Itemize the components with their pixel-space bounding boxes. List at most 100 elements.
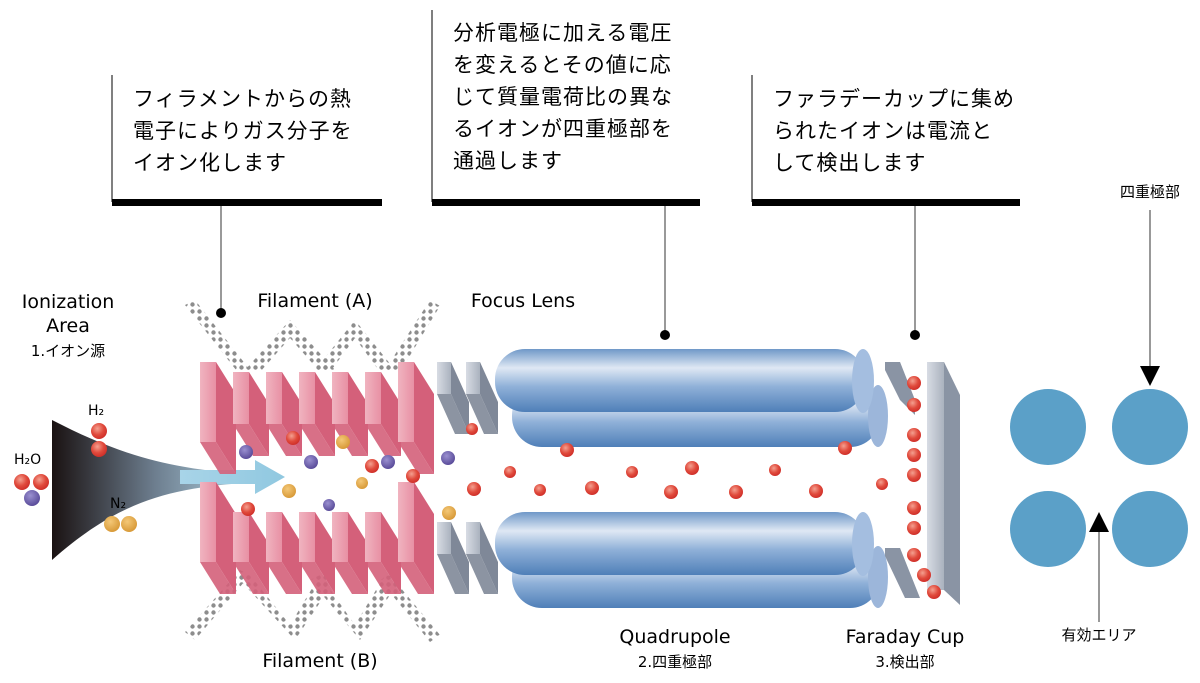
molecule [282, 484, 296, 498]
rod-cross-section [1112, 491, 1188, 567]
callout-line: 分析電極に加える電圧 [453, 21, 672, 45]
ion [504, 466, 516, 478]
ionization-area-label: Ionization Area 1.イオン源 [22, 291, 115, 360]
electrode-plate [266, 512, 302, 594]
ion [466, 423, 478, 435]
lens-plate [437, 362, 469, 434]
ionization-electrodes-bottom [200, 482, 434, 594]
ionization-electrodes-top [200, 362, 434, 474]
callout-line: イオン化します [133, 151, 287, 175]
callout-line: 電子によりガス分子を [133, 119, 353, 143]
callout-faraday: ファラデーカップに集め られたイオンは電流と して検出します [751, 75, 1020, 340]
molecule [356, 477, 368, 489]
lens-plate [466, 522, 498, 594]
molecule [239, 445, 253, 459]
ion [927, 585, 941, 599]
ion [534, 484, 546, 496]
electrode-plate [200, 362, 236, 474]
molecule-label: H₂ [88, 403, 104, 419]
molecule-n2: N₂ [104, 496, 137, 532]
arrow-up-icon [1089, 512, 1109, 532]
label-text: 3.検出部 [875, 653, 934, 671]
ion [769, 464, 781, 476]
lens-plate [437, 522, 469, 594]
callout-line: ファラデーカップに集め [773, 87, 1015, 111]
callout-line: じて質量電荷比の異な [453, 85, 673, 109]
ion [560, 443, 574, 457]
ion [907, 376, 921, 390]
cross-section-bottom-label: 有効エリア [1061, 626, 1136, 644]
molecule [323, 499, 335, 511]
ion [917, 568, 931, 582]
molecule [441, 451, 455, 465]
label-text: Ionization [22, 291, 115, 313]
rod-bottom-front [495, 512, 874, 576]
electrode-plate [332, 512, 368, 594]
ion [664, 485, 678, 499]
filament-b-label: Filament (B) [262, 650, 377, 672]
particles [239, 376, 941, 599]
ion [406, 469, 420, 483]
molecule-h2: H₂ [88, 403, 107, 457]
electrode-plate [398, 482, 434, 594]
molecule [336, 435, 350, 449]
ion-beam-arrow [180, 460, 285, 494]
molecule-label: H₂O [14, 452, 41, 468]
pointer-dot [216, 308, 226, 318]
ion [685, 461, 699, 475]
pointer-dot [660, 330, 670, 340]
focus-lens [437, 362, 498, 594]
ion [907, 501, 921, 515]
ion [907, 548, 921, 562]
molecule [442, 506, 456, 520]
ion [626, 466, 638, 478]
callout-line: 通過します [453, 149, 563, 173]
rod-cross-section [1010, 491, 1086, 567]
cross-section-top-label: 四重極部 [1120, 183, 1180, 201]
ion [365, 459, 379, 473]
lens-plate [466, 362, 498, 434]
filament-a-label: Filament (A) [257, 290, 372, 312]
molecule [381, 455, 395, 469]
ion [907, 521, 921, 535]
electrode-plate [200, 482, 236, 594]
electrode-plate [365, 372, 401, 456]
molecule [304, 455, 318, 469]
label-text: Faraday Cup [846, 626, 965, 648]
arrow-down-icon [1140, 366, 1160, 386]
rod-cross-section [1112, 389, 1188, 465]
rod-cross-section [1010, 389, 1086, 465]
molecule-h2o: H₂O [14, 452, 49, 506]
electrode-plate [233, 512, 269, 594]
electrode-plate [299, 372, 335, 456]
ion [729, 485, 743, 499]
focus-lens-label: Focus Lens [471, 290, 575, 312]
ion [467, 482, 481, 496]
faraday-label: Faraday Cup 3.検出部 [846, 626, 965, 671]
callout-line: るイオンが四重極部を [453, 117, 673, 141]
quadrupole-cross-section: 四重極部 有効エリア [1010, 183, 1188, 644]
callout-quadrupole: 分析電極に加える電圧 を変えるとその値に応 じて質量電荷比の異な るイオンが四重… [431, 10, 700, 340]
ion [241, 502, 255, 516]
label-text: Area [46, 315, 90, 337]
callout-ionization: フィラメントからの熱 電子によりガス分子を イオン化します [111, 75, 382, 318]
callout-line: られたイオンは電流と [773, 119, 993, 143]
ion [838, 441, 852, 455]
callout-line: フィラメントからの熱 [133, 87, 352, 111]
quadrupole-rods [495, 349, 888, 608]
ion [585, 481, 599, 495]
ion [907, 468, 921, 482]
label-text: 2.四重極部 [638, 653, 712, 671]
callout-line: を変えるとその値に応 [453, 53, 672, 77]
ion [907, 398, 921, 412]
ion [876, 478, 888, 490]
molecule-label: N₂ [110, 496, 126, 512]
electrode-plate [365, 512, 401, 594]
ion [907, 448, 921, 462]
quadrupole-label: Quadrupole 2.四重極部 [619, 626, 730, 671]
label-text: 1.イオン源 [31, 342, 105, 360]
electrode-plate [398, 362, 434, 474]
filament-a [185, 300, 440, 375]
ion [286, 431, 300, 445]
